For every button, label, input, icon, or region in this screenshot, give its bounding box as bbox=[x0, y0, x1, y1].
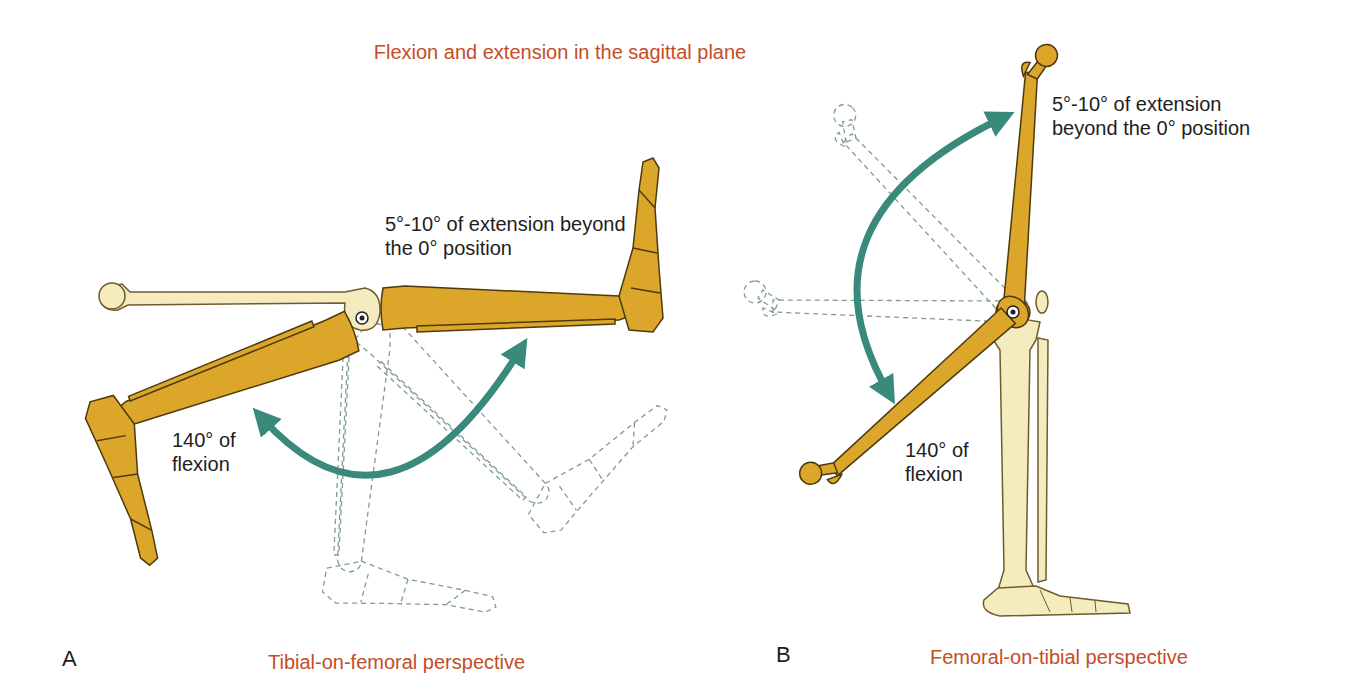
foot-bones bbox=[983, 586, 1130, 616]
motion-arc bbox=[857, 118, 1002, 392]
figure-title: Flexion and extension in the sagittal pl… bbox=[374, 40, 746, 64]
patella bbox=[1036, 291, 1048, 313]
ghost-leg bbox=[322, 321, 520, 617]
ghost-femur bbox=[744, 281, 1027, 329]
axis-dot bbox=[360, 316, 365, 321]
tibia-extended bbox=[381, 158, 663, 332]
axis-dot bbox=[1011, 310, 1016, 315]
axis-dot bbox=[1007, 306, 1019, 318]
fibula-bone bbox=[1038, 338, 1048, 582]
panel-caption: Femoral-on-tibial perspective bbox=[930, 645, 1188, 669]
ghost-leg bbox=[352, 218, 674, 540]
tibia-bone bbox=[988, 319, 1040, 590]
panel-letter: A bbox=[62, 646, 77, 673]
motion-arc bbox=[262, 350, 520, 475]
tibia-flexed bbox=[81, 309, 406, 569]
range-label: 140° of flexion bbox=[905, 438, 983, 487]
femur-extended bbox=[995, 42, 1058, 327]
range-label: 5°-10° of extension beyond the 0° positi… bbox=[1052, 92, 1267, 141]
range-label: 5°-10° of extension beyond the 0° positi… bbox=[385, 212, 630, 261]
femoral-head bbox=[99, 283, 125, 309]
femur-flexed bbox=[795, 280, 1035, 508]
axis-dot bbox=[356, 312, 368, 324]
panel-letter: B bbox=[776, 642, 791, 669]
range-label: 140° of flexion bbox=[172, 428, 254, 477]
foot-bones bbox=[1040, 590, 1096, 612]
panel-caption: Tibial-on-femoral perspective bbox=[268, 650, 525, 674]
